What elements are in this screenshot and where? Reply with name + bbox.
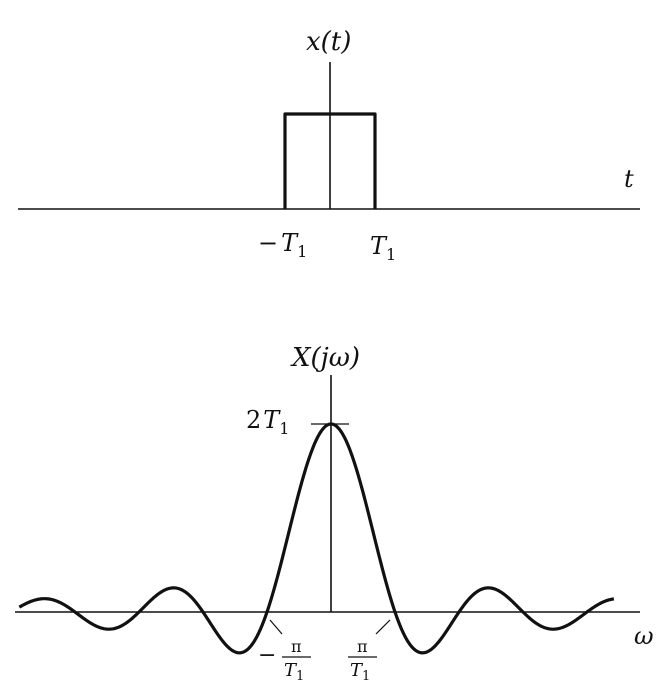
sinc-curve xyxy=(18,422,615,655)
tick-label-neg-pi-over-t1: − π T1 xyxy=(258,637,311,684)
svg-text:T1: T1 xyxy=(284,660,304,684)
pos-zero-pointer xyxy=(375,619,391,635)
svg-text:π: π xyxy=(357,637,368,656)
tick-label-pos-pi-over-t1: π T1 xyxy=(348,637,377,684)
peak-label: 2T1 xyxy=(246,406,289,438)
top-x-label: t xyxy=(624,165,634,193)
svg-text:−: − xyxy=(258,643,276,668)
bottom-plot: X(jω) ω 2T1 − π T1 π T1 xyxy=(15,343,654,684)
tick-label-pos-t1: T1 xyxy=(370,232,396,264)
top-y-label: x(t) xyxy=(306,27,351,57)
tick-label-neg-t1: −T1 xyxy=(258,229,307,261)
top-plot: x(t) t −T1 T1 xyxy=(18,27,640,264)
bottom-y-label: X(jω) xyxy=(290,343,360,373)
neg-zero-pointer xyxy=(269,619,283,635)
svg-text:T1: T1 xyxy=(350,660,370,684)
bottom-x-label: ω xyxy=(634,622,654,650)
rect-pulse xyxy=(283,112,377,209)
svg-text:π: π xyxy=(291,637,302,656)
